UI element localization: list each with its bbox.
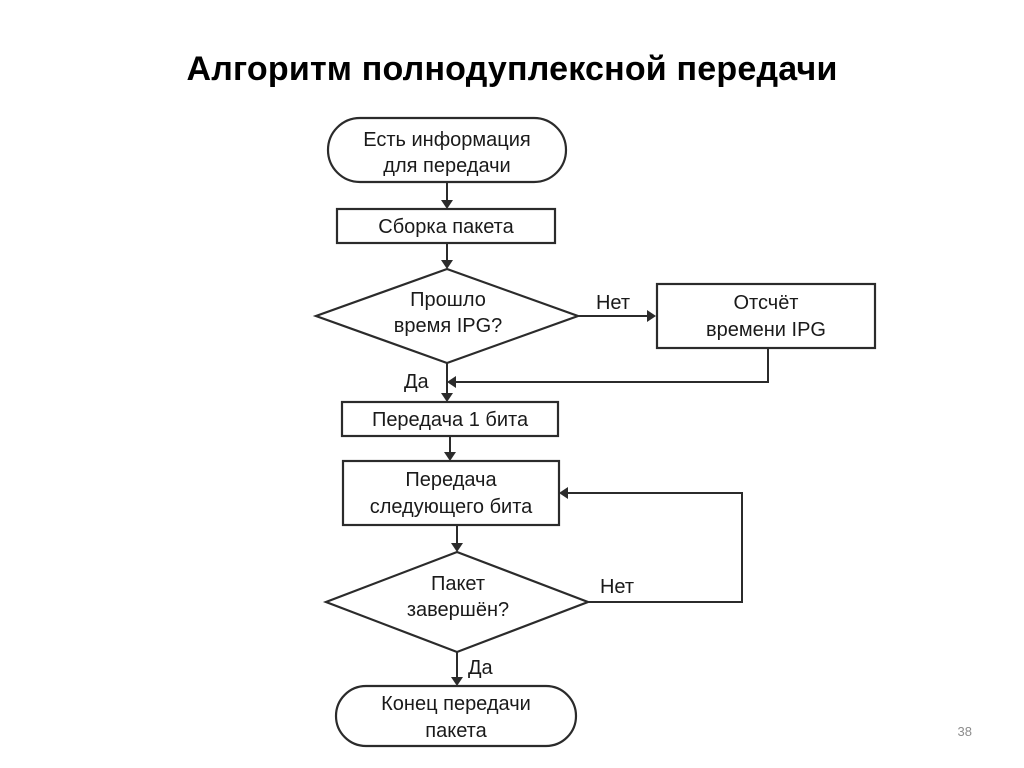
packet-yes-label: Да — [468, 657, 494, 679]
packet-check-line2: завершён? — [407, 599, 509, 621]
send-next-bit-node: Передача следующего бита — [341, 459, 561, 527]
connector-packet-yes-to-end — [451, 652, 463, 686]
end-node: Конец передачи пакета — [334, 684, 578, 748]
start-node: Есть информация для передачи — [326, 116, 568, 184]
connector-ipg-count-return — [447, 348, 769, 388]
ipg-check-line2: время IPG? — [394, 315, 503, 337]
connector-send-next-to-packet-check — [451, 525, 463, 552]
start-node-line1: Есть информация — [363, 129, 531, 151]
ipg-count-line1: Отсчёт — [734, 292, 799, 314]
ipg-yes-label: Да — [404, 371, 430, 393]
ipg-check-line1: Прошло — [410, 289, 486, 311]
ipg-count-line2: времени IPG — [706, 319, 826, 341]
end-node-line1: Конец передачи — [381, 693, 531, 715]
connector-packet-no-loop — [559, 487, 743, 603]
connector-assemble-to-ipg-check — [441, 243, 453, 269]
send-next-bit-line2: следующего бита — [370, 496, 533, 518]
packet-check-line1: Пакет — [431, 573, 485, 595]
packet-no-label: Нет — [600, 576, 634, 598]
assemble-packet-node: Сборка пакета — [335, 207, 557, 245]
send-first-bit-node: Передача 1 бита — [340, 400, 560, 438]
connector-send-first-to-send-next — [444, 436, 456, 461]
ipg-check-node: Прошло время IPG? — [312, 267, 582, 365]
send-first-bit-label: Передача 1 бита — [372, 409, 529, 431]
slide-number: 38 — [957, 724, 972, 739]
send-next-bit-line1: Передача — [405, 469, 497, 491]
connector-ipg-yes-to-send-first — [441, 363, 453, 402]
assemble-packet-label: Сборка пакета — [378, 216, 514, 238]
packet-check-node: Пакет завершён? — [322, 550, 592, 654]
start-node-line2: для передачи — [383, 155, 510, 177]
slide-title: Алгоритм полнодуплексной передачи — [186, 50, 838, 88]
ipg-no-label: Нет — [596, 292, 630, 314]
ipg-count-node: Отсчёт времени IPG — [655, 282, 877, 350]
connector-ipg-no-to-count — [578, 310, 656, 322]
connector-start-to-assemble — [441, 182, 453, 209]
end-node-line2: пакета — [425, 720, 487, 742]
